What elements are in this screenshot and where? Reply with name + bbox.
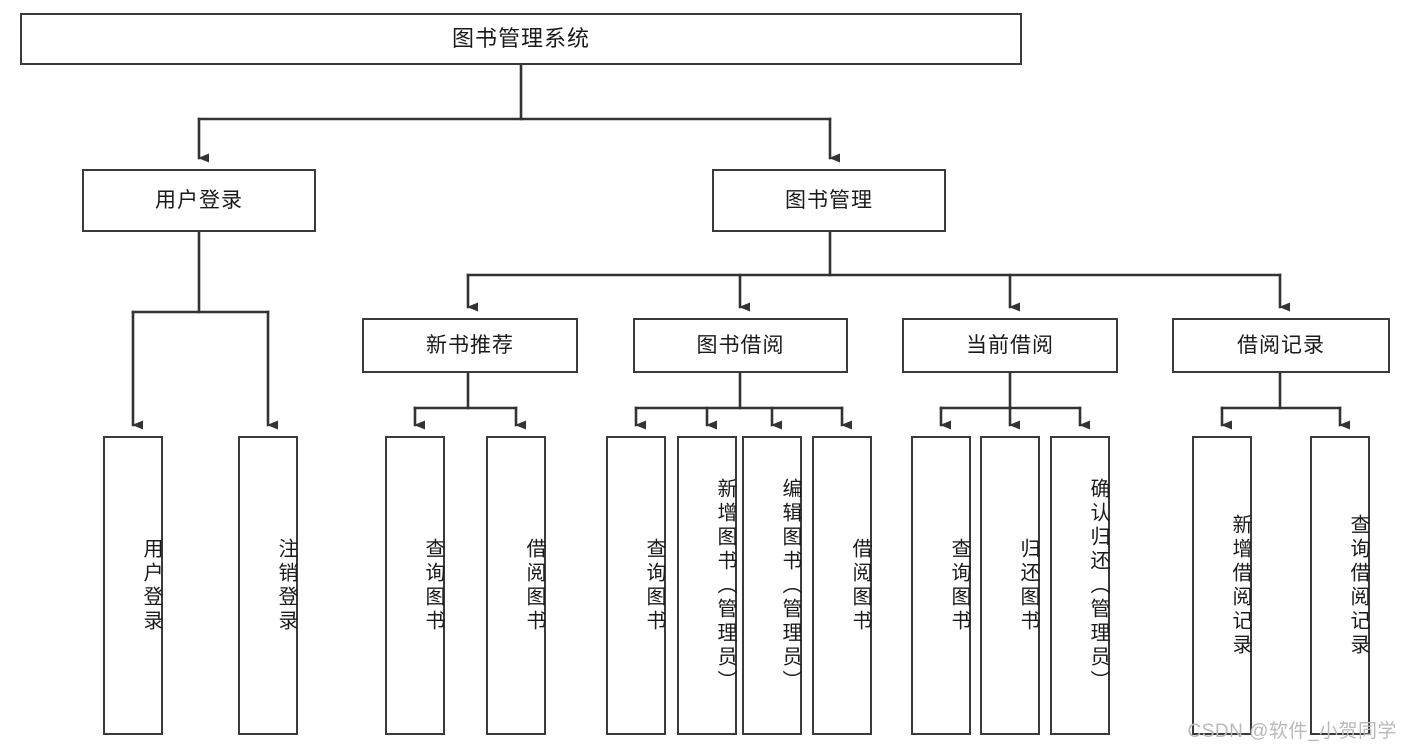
leaf-borrow-add-book[interactable]: 新增图书（管理员） [677,436,737,735]
node-label: 图书管理系统 [451,25,590,51]
leaf-current-query-book[interactable]: 查询图书 [911,436,971,735]
node-label: 用户登录 [155,188,243,212]
node-label: 图书借阅 [696,333,785,357]
leaf-current-return-book[interactable]: 归还图书 [980,436,1040,735]
node-label: 新增图书（管理员） [714,477,736,694]
node-label: 归还图书 [1017,537,1039,634]
node-label: 当前借阅 [966,333,1054,357]
leaf-record-add[interactable]: 新增借阅记录 [1192,436,1252,735]
node-user-login[interactable]: 用户登录 [82,169,316,232]
node-root-system[interactable]: 图书管理系统 [20,13,1022,65]
leaf-new-book-query[interactable]: 查询图书 [385,436,445,735]
node-label: 图书管理 [785,188,873,212]
node-label: 注销登录 [275,537,297,634]
node-label: 用户登录 [140,537,162,634]
leaf-new-book-borrow[interactable]: 借阅图书 [486,436,546,735]
node-label: 借阅图书 [849,537,871,634]
node-label: 新书推荐 [426,333,514,357]
node-label: 查询图书 [948,537,970,634]
node-label: 查询借阅记录 [1347,513,1369,658]
node-book-management[interactable]: 图书管理 [712,169,946,232]
node-current-borrow[interactable]: 当前借阅 [902,318,1118,373]
node-label: 查询图书 [643,537,665,634]
node-label: 确认归还（管理员） [1087,477,1109,694]
leaf-borrow-query-book[interactable]: 查询图书 [606,436,666,735]
node-label: 借阅记录 [1237,333,1325,357]
node-new-book-recommend[interactable]: 新书推荐 [362,318,578,373]
node-borrow-record[interactable]: 借阅记录 [1172,318,1390,373]
leaf-current-confirm-return[interactable]: 确认归还（管理员） [1050,436,1110,735]
leaf-record-query[interactable]: 查询借阅记录 [1310,436,1370,735]
node-label: 编辑图书（管理员） [779,477,801,694]
leaf-user-login-login[interactable]: 用户登录 [103,436,163,735]
csdn-watermark: CSDN @软件_小贺同学 [1187,721,1397,742]
node-label: 新增借阅记录 [1229,513,1251,658]
node-label: 借阅图书 [523,537,545,634]
node-label: 查询图书 [422,537,444,634]
leaf-borrow-edit-book[interactable]: 编辑图书（管理员） [742,436,802,735]
leaf-borrow-borrow-book[interactable]: 借阅图书 [812,436,872,735]
leaf-user-login-logout[interactable]: 注销登录 [238,436,298,735]
node-book-borrow[interactable]: 图书借阅 [633,318,848,373]
